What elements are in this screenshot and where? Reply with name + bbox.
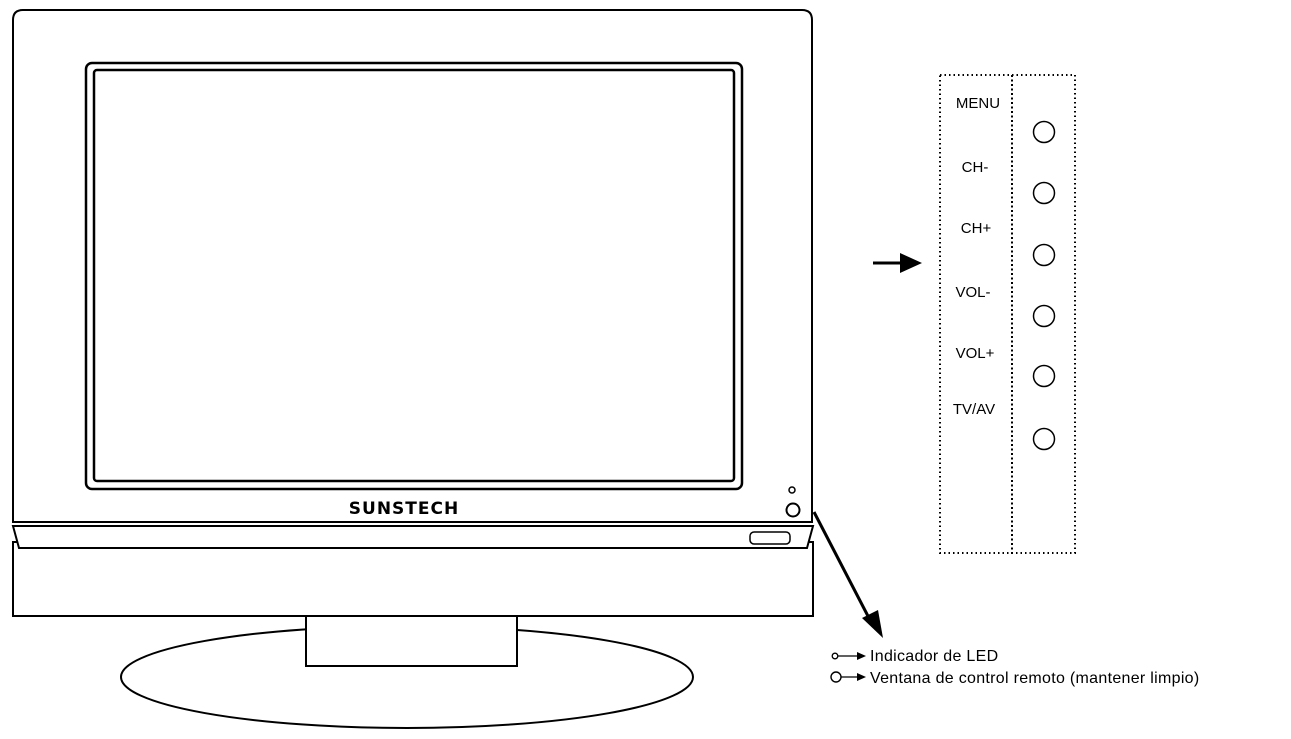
legend-led-icon	[831, 652, 866, 660]
panel-label-vol-plus: VOL+	[956, 345, 995, 362]
tv-screen	[92, 68, 736, 483]
arrow-right-icon	[900, 253, 922, 273]
panel-button-menu[interactable]	[1032, 120, 1056, 144]
legend: Indicador de LED Ventana de control remo…	[830, 648, 1200, 687]
panel-label-tv-av: TV/AV	[953, 401, 995, 418]
panel-button-tv-av[interactable]	[1032, 427, 1056, 451]
panel-button-column	[1011, 74, 1076, 554]
callout-line	[812, 511, 872, 621]
bezel-bottom-strip	[11, 525, 815, 549]
legend-remote-label: Ventana de control remoto (mantener limp…	[870, 670, 1200, 687]
panel-label-vol-minus: VOL-	[955, 284, 990, 301]
led-indicator-icon	[788, 486, 796, 494]
callout-arrowhead	[862, 610, 883, 638]
legend-led-label: Indicador de LED	[870, 648, 998, 665]
panel-button-vol-plus[interactable]	[1032, 364, 1056, 388]
panel-label-ch-plus: CH+	[961, 220, 992, 237]
remote-sensor-icon	[785, 502, 801, 518]
tv-lower-base	[12, 541, 814, 617]
front-power-button[interactable]	[749, 531, 791, 545]
panel-label-menu: MENU	[956, 95, 1000, 112]
brand-logo: SUNSTECH	[349, 499, 459, 519]
panel-label-ch-minus: CH-	[962, 159, 989, 176]
legend-remote-icon	[830, 671, 866, 683]
panel-button-ch-plus[interactable]	[1032, 243, 1056, 267]
panel-button-vol-minus[interactable]	[1032, 304, 1056, 328]
side-control-panel: MENU CH- CH+ VOL- VOL+ TV/AV	[939, 74, 1076, 554]
stand-neck	[305, 613, 518, 667]
panel-button-ch-minus[interactable]	[1032, 181, 1056, 205]
panel-label-column	[939, 74, 1013, 554]
